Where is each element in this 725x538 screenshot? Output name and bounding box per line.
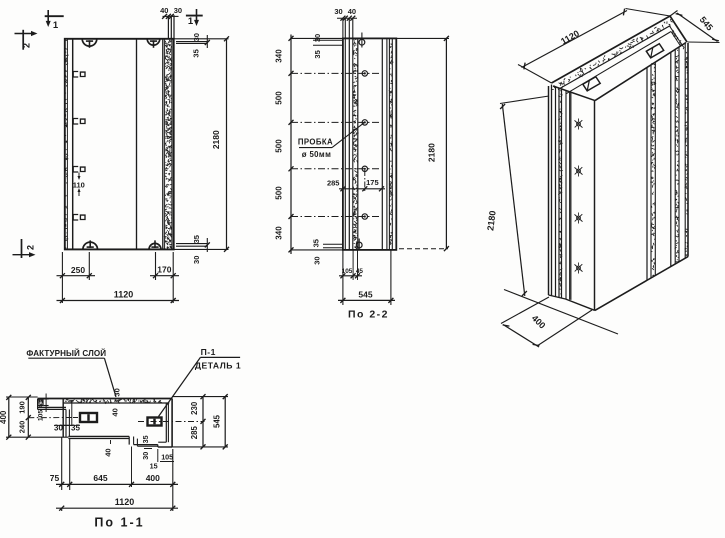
svg-text:ПРОБКА: ПРОБКА	[298, 138, 333, 147]
svg-text:30: 30	[312, 256, 321, 264]
svg-text:230: 230	[190, 401, 199, 415]
svg-text:30: 30	[313, 34, 322, 42]
svg-text:П-1: П-1	[201, 347, 216, 357]
svg-text:340: 340	[275, 49, 284, 63]
svg-text:30: 30	[141, 452, 150, 460]
svg-text:По 1-1: По 1-1	[94, 516, 144, 530]
svg-text:105: 105	[342, 268, 353, 275]
svg-text:175: 175	[366, 178, 379, 187]
svg-text:170: 170	[157, 265, 171, 275]
svg-text:45: 45	[38, 400, 45, 408]
svg-text:ø 50мм: ø 50мм	[302, 150, 332, 159]
svg-text:1120: 1120	[114, 290, 134, 300]
svg-text:285: 285	[327, 179, 340, 188]
svg-text:30: 30	[54, 424, 63, 433]
svg-text:400: 400	[0, 410, 8, 424]
svg-text:75: 75	[50, 473, 60, 483]
svg-text:35: 35	[71, 424, 80, 433]
svg-text:15: 15	[150, 461, 158, 470]
svg-text:40: 40	[348, 7, 356, 16]
svg-text:105: 105	[161, 453, 173, 462]
svg-text:2: 2	[26, 245, 36, 250]
svg-text:500: 500	[275, 186, 284, 200]
svg-text:30: 30	[192, 256, 201, 264]
svg-text:35: 35	[192, 49, 201, 57]
svg-text:240: 240	[17, 421, 26, 434]
svg-text:40: 40	[103, 448, 112, 456]
svg-text:30: 30	[174, 6, 182, 15]
svg-text:35: 35	[311, 239, 320, 247]
svg-text:645: 645	[93, 473, 107, 483]
svg-text:110: 110	[73, 181, 85, 190]
svg-text:45: 45	[356, 268, 364, 275]
svg-text:40: 40	[160, 6, 168, 15]
svg-text:500: 500	[275, 91, 284, 105]
svg-text:2180: 2180	[211, 130, 221, 149]
svg-text:По 2-2: По 2-2	[348, 309, 389, 321]
svg-text:30: 30	[334, 7, 342, 16]
svg-text:190: 190	[17, 401, 26, 414]
svg-text:ФАКТУРНЫЙ СЛОЙ: ФАКТУРНЫЙ СЛОЙ	[26, 349, 106, 358]
svg-text:30: 30	[192, 33, 201, 41]
svg-text:2180: 2180	[485, 210, 497, 231]
svg-text:40: 40	[110, 408, 119, 416]
svg-text:1: 1	[53, 20, 59, 31]
svg-text:35: 35	[192, 235, 201, 243]
svg-text:35: 35	[313, 50, 322, 58]
svg-text:340: 340	[275, 226, 284, 240]
svg-text:1120: 1120	[115, 497, 135, 507]
svg-text:400: 400	[146, 473, 160, 483]
svg-text:1: 1	[188, 16, 194, 27]
svg-text:ДЕТАЛЬ 1: ДЕТАЛЬ 1	[195, 361, 241, 371]
svg-text:500: 500	[275, 139, 284, 153]
svg-text:30: 30	[113, 388, 122, 396]
svg-text:35: 35	[141, 435, 150, 443]
svg-text:2: 2	[22, 43, 32, 48]
svg-text:105: 105	[38, 410, 45, 422]
svg-text:250: 250	[71, 265, 85, 275]
svg-text:545: 545	[213, 414, 222, 428]
svg-text:545: 545	[358, 289, 372, 299]
svg-text:285: 285	[190, 426, 199, 440]
svg-text:2180: 2180	[427, 143, 437, 162]
